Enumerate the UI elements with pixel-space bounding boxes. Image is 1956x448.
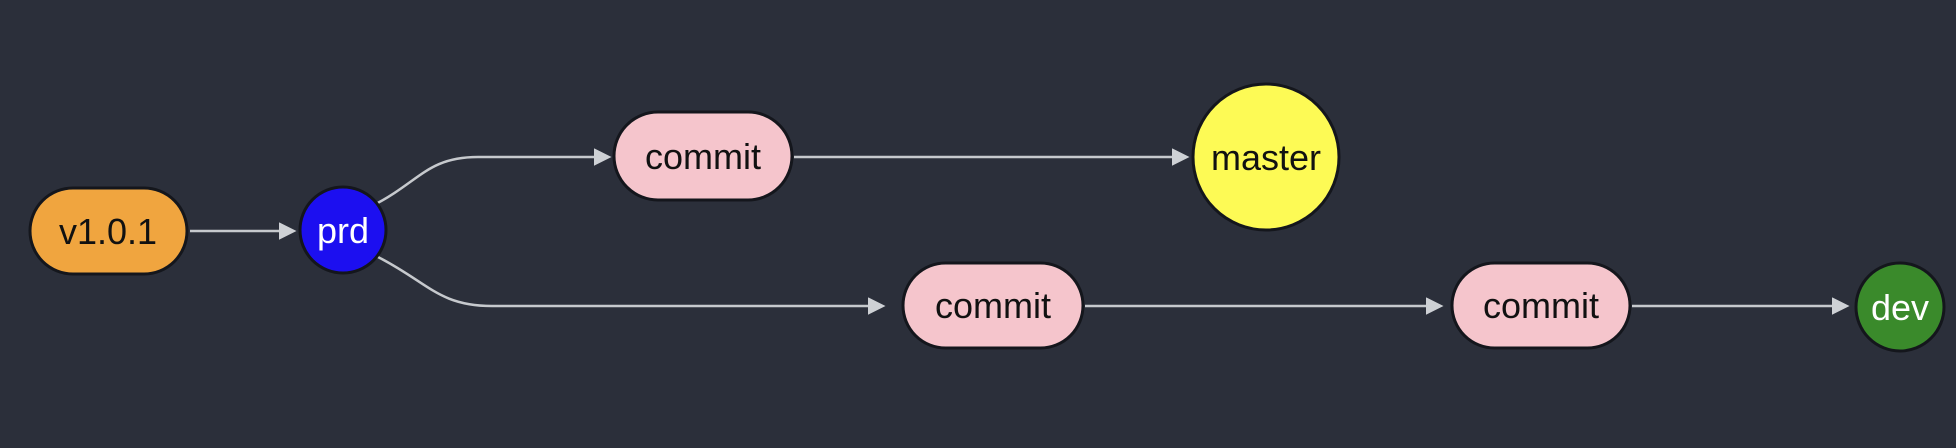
dev-branch-label: dev [1871,287,1929,328]
edge-prd-to-commit-master [373,148,612,207]
nodes: v1.0.1 prd commit master commit commit d… [28,82,1946,353]
tag-node [28,186,189,276]
commit-node-master [612,110,794,202]
commit-node-dev-1 [901,261,1085,350]
commit-node-master-label: commit [645,136,761,177]
master-branch-node [1191,82,1341,232]
prd-branch-label: prd [317,210,369,251]
master-branch-label: master [1211,137,1321,178]
prd-branch-node [298,185,388,275]
edges [190,148,1850,315]
edge-prd-to-commit-dev1 [375,254,886,315]
commit-node-dev-2-label: commit [1483,285,1599,326]
dev-branch-node [1854,261,1946,353]
commit-node-dev-2 [1450,261,1632,350]
commit-node-dev-1-label: commit [935,285,1051,326]
tag-node-label: v1.0.1 [59,211,157,252]
